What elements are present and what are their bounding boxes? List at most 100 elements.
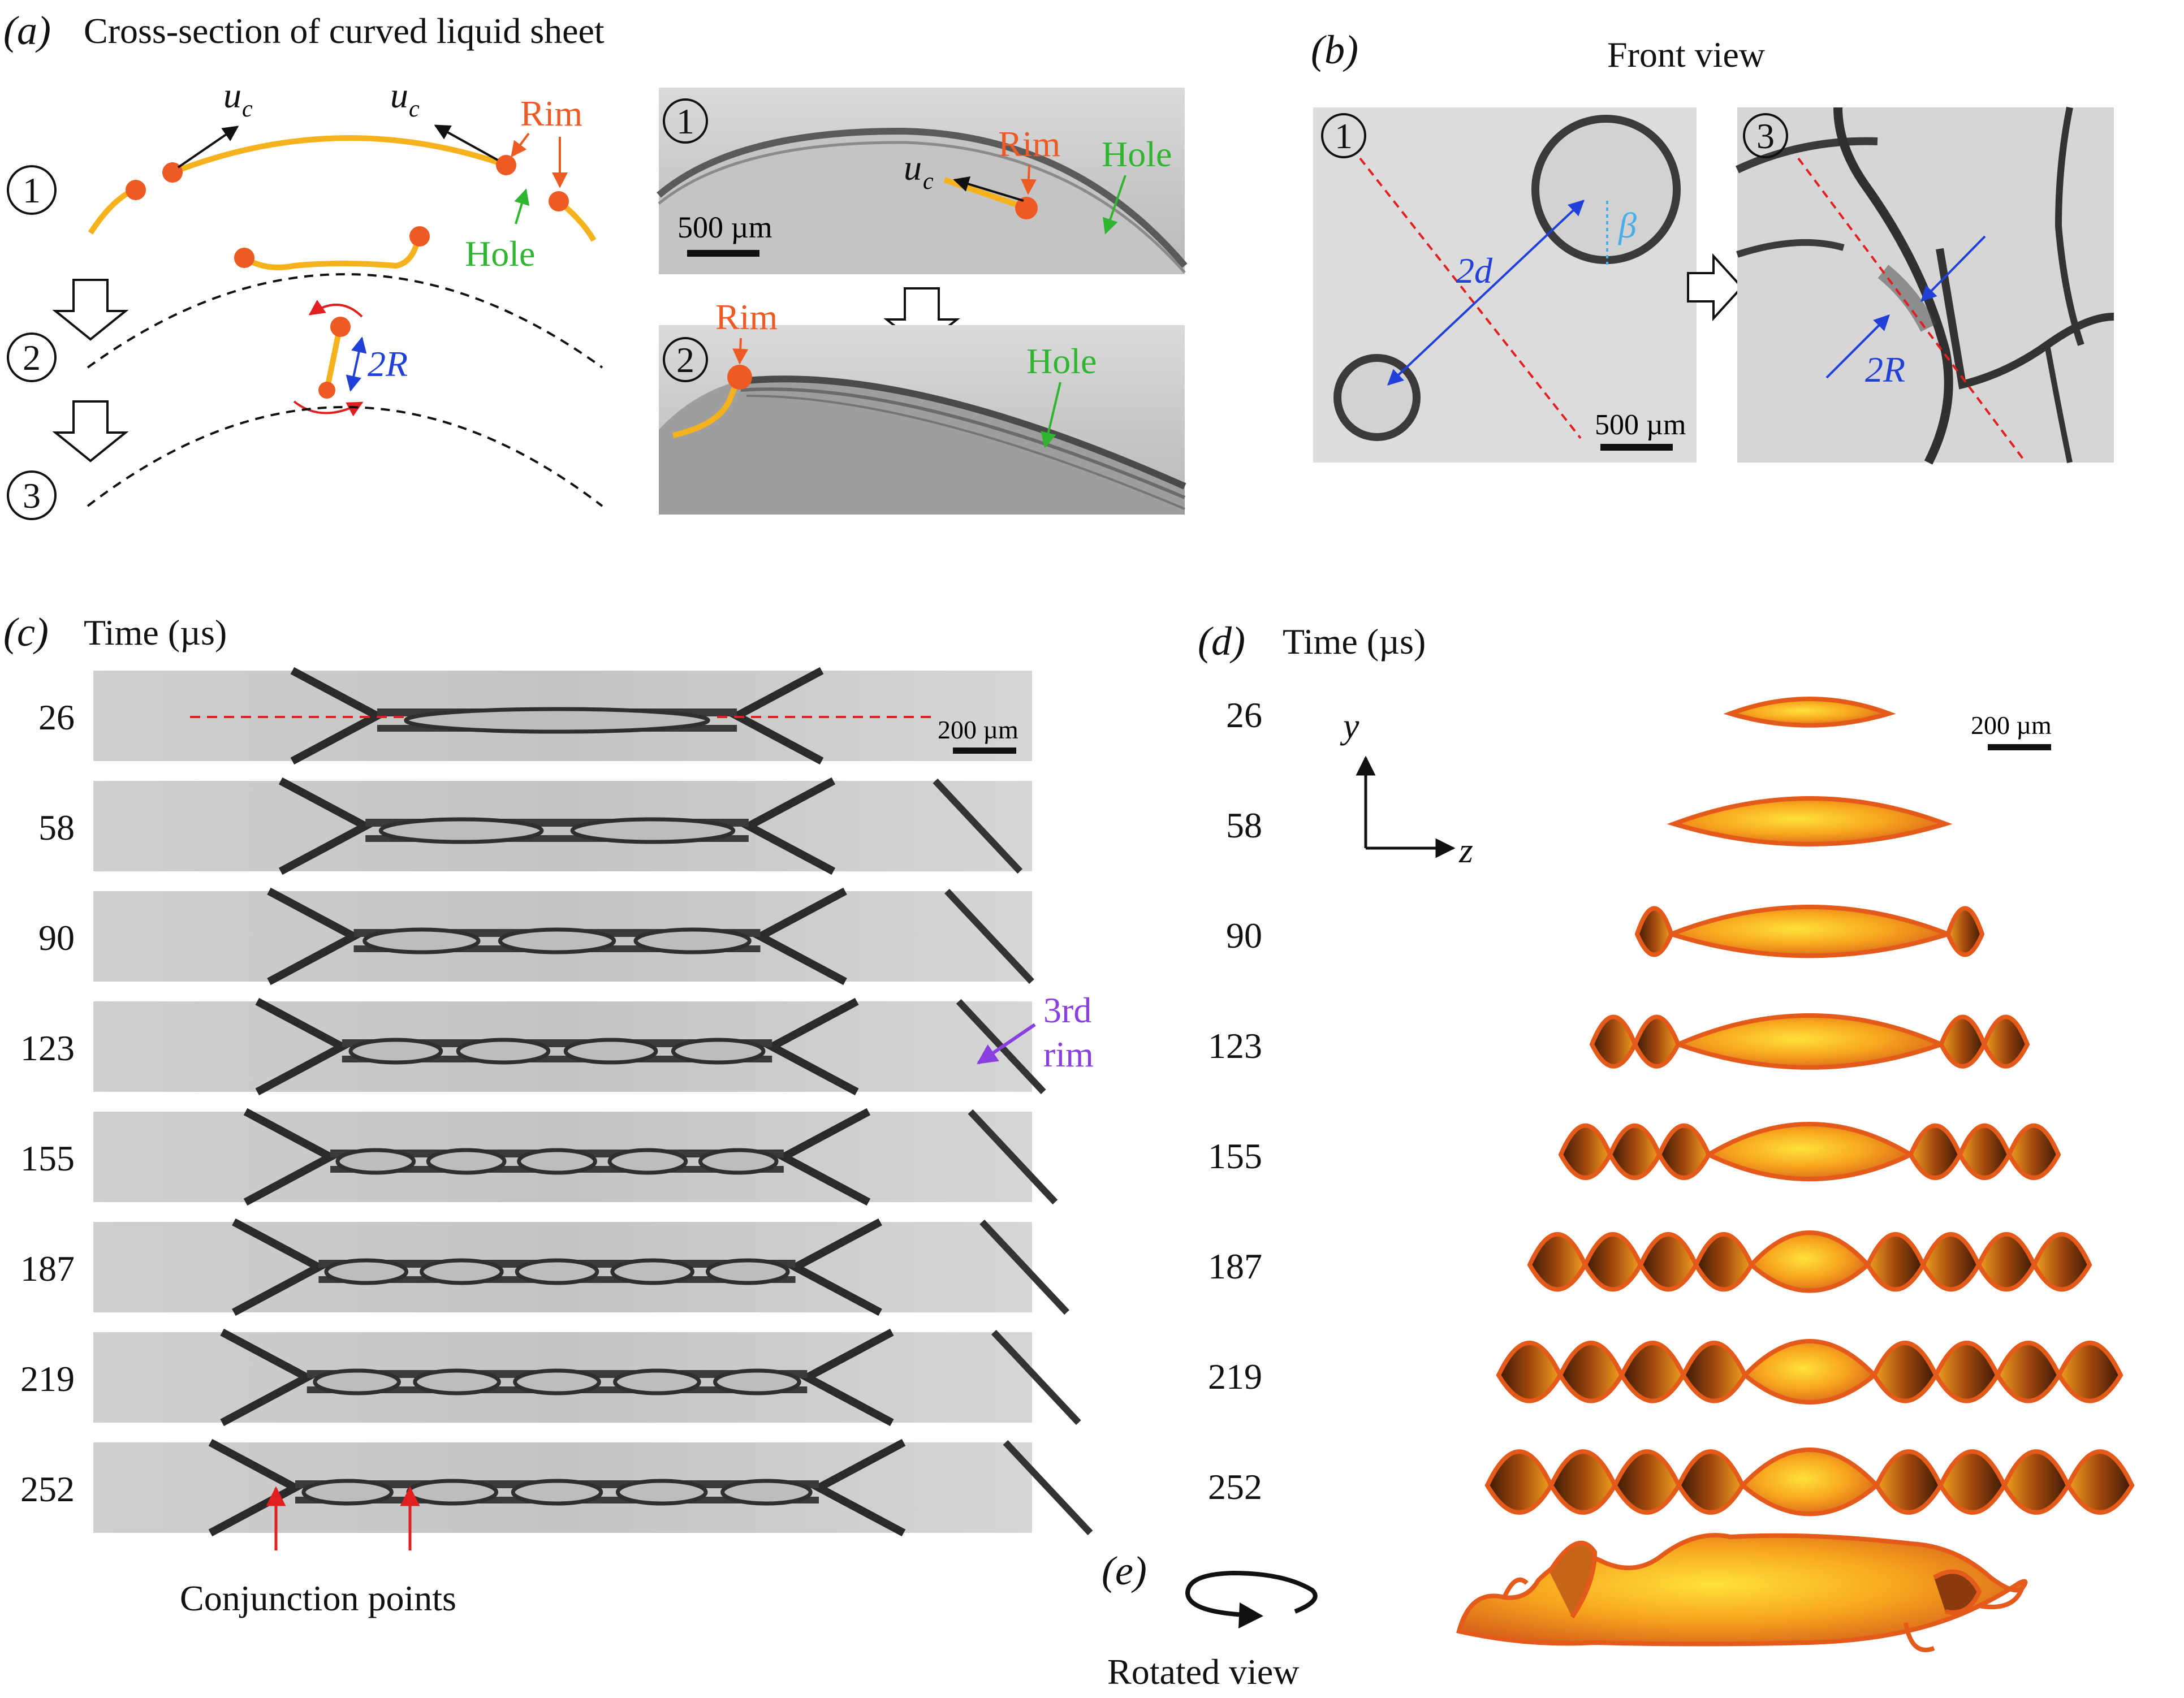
simulated-sheet xyxy=(1589,1013,2030,1070)
axis-indicator: y z xyxy=(1340,706,1473,870)
svg-text:Hole: Hole xyxy=(1102,134,1172,174)
time-label: 58 xyxy=(1226,805,1262,845)
uc-label: u c xyxy=(223,75,253,122)
twisting-rim xyxy=(324,329,342,391)
photo-a2: 2 Rim Hole xyxy=(659,297,1186,515)
rim-dot xyxy=(330,317,351,337)
rim-dot xyxy=(318,382,335,399)
time-label: 26 xyxy=(1226,695,1262,735)
simulated-sheet xyxy=(1558,1122,2061,1182)
panel-d-title: Time (µs) xyxy=(1283,621,1426,662)
svg-text:u: u xyxy=(223,75,241,115)
panel-a-label: (a) xyxy=(3,8,51,53)
rotated-sheet-render xyxy=(1456,1533,2028,1652)
retracting-sheet-step2 xyxy=(243,236,421,270)
simulated-sheet xyxy=(1496,1339,2123,1405)
rim-label: Rim xyxy=(520,93,582,133)
svg-text:rim: rim xyxy=(1043,1034,1094,1074)
svg-text:Rim: Rim xyxy=(715,297,778,337)
rim-dot xyxy=(549,191,569,211)
time-label: 58 xyxy=(38,807,75,848)
svg-text:200 µm: 200 µm xyxy=(1971,711,2052,740)
conjunction-annotation: Conjunction points xyxy=(180,1486,456,1618)
rim-dot xyxy=(496,155,516,175)
svg-text:β: β xyxy=(1617,205,1637,245)
third-rim-annotation: 3rd rim xyxy=(977,990,1094,1074)
svg-text:500 µm: 500 µm xyxy=(1595,409,1686,441)
simulated-sheet xyxy=(1484,1448,2135,1516)
velocity-arrow-icon xyxy=(177,126,239,168)
time-label: 123 xyxy=(20,1028,75,1068)
uc-label: u c xyxy=(390,75,420,122)
svg-text:Rim: Rim xyxy=(998,124,1060,164)
svg-text:c: c xyxy=(409,96,420,122)
panel-c-label: (c) xyxy=(3,610,49,655)
experiment-strip xyxy=(93,777,1032,875)
rim-dot xyxy=(409,226,430,247)
c-first-strip-annotations: 200 µm xyxy=(190,715,1018,754)
time-label: 187 xyxy=(1208,1246,1262,1286)
step-2-marker: 2 xyxy=(7,332,57,382)
svg-text:500 µm: 500 µm xyxy=(677,210,772,244)
svg-text:1: 1 xyxy=(676,101,694,141)
svg-text:3: 3 xyxy=(23,476,41,516)
rotation-arrow-icon xyxy=(308,300,363,318)
time-label: 252 xyxy=(1208,1467,1262,1507)
hole-pointer-icon xyxy=(514,188,530,224)
panel-a: (a) Cross-section of curved liquid sheet… xyxy=(3,8,1188,520)
time-label: 187 xyxy=(20,1248,75,1289)
experiment-strip xyxy=(93,997,1046,1096)
step-1-marker: 1 xyxy=(7,165,57,215)
hollow-arrow-down-icon xyxy=(52,279,129,341)
dashed-surface xyxy=(87,273,603,369)
panel-a-title: Cross-section of curved liquid sheet xyxy=(84,11,605,51)
time-label: 90 xyxy=(38,918,75,958)
time-label: 26 xyxy=(38,697,75,737)
panel-d: (d) Time (µs) y z 200 µm 265890123155187… xyxy=(1198,619,2135,1516)
diameter-arrow-icon xyxy=(346,336,367,392)
panel-b-label: (b) xyxy=(1311,27,1358,72)
dashed-surface xyxy=(87,406,603,507)
rotation-icon xyxy=(1185,1570,1318,1628)
photo-b1: 1 2d β 500 µm xyxy=(1313,107,1697,463)
svg-text:u: u xyxy=(904,148,922,188)
svg-text:y: y xyxy=(1340,706,1359,746)
svg-text:1: 1 xyxy=(1335,116,1353,156)
simulated-sheet xyxy=(1527,1230,2092,1293)
svg-text:200 µm: 200 µm xyxy=(938,715,1018,744)
svg-text:u: u xyxy=(390,75,408,115)
simulated-sheet xyxy=(1723,697,1896,728)
conjunction-label: Conjunction points xyxy=(180,1578,456,1618)
time-label: 123 xyxy=(1208,1026,1262,1066)
rotated-view-caption: Rotated view xyxy=(1107,1652,1299,1692)
step-3-marker: 3 xyxy=(7,470,57,520)
rim-pointer-icon xyxy=(511,132,530,158)
panel-b-title: Front view xyxy=(1607,34,1765,75)
time-label: 155 xyxy=(20,1138,75,1178)
hole-label: Hole xyxy=(465,234,535,274)
svg-text:2: 2 xyxy=(676,340,694,380)
two-R-label: 2R xyxy=(368,344,408,384)
panel-e-label: (e) xyxy=(1102,1548,1147,1593)
curved-sheet-step1 xyxy=(171,135,507,175)
rim-dot xyxy=(126,180,146,200)
svg-text:1: 1 xyxy=(23,170,41,210)
time-label: 219 xyxy=(20,1359,75,1399)
svg-text:Hole: Hole xyxy=(1026,341,1097,381)
experiment-strip xyxy=(93,1438,1093,1537)
experiment-strip xyxy=(93,1328,1081,1427)
svg-text:c: c xyxy=(923,168,934,195)
panel-d-label: (d) xyxy=(1198,619,1245,664)
experiment-strip xyxy=(93,1218,1069,1316)
svg-text:3rd: 3rd xyxy=(1043,990,1091,1030)
simulated-sheet xyxy=(1634,905,1985,958)
panel-e: (e) Rotated view xyxy=(1102,1533,2028,1692)
experiment-strip xyxy=(93,887,1034,986)
simulated-sheet xyxy=(1667,796,1953,846)
panel-b: (b) Front view 1 2d β 500 µm xyxy=(1311,27,2114,465)
time-label: 252 xyxy=(20,1469,75,1509)
svg-text:2R: 2R xyxy=(1865,349,1905,390)
svg-text:z: z xyxy=(1458,830,1473,870)
